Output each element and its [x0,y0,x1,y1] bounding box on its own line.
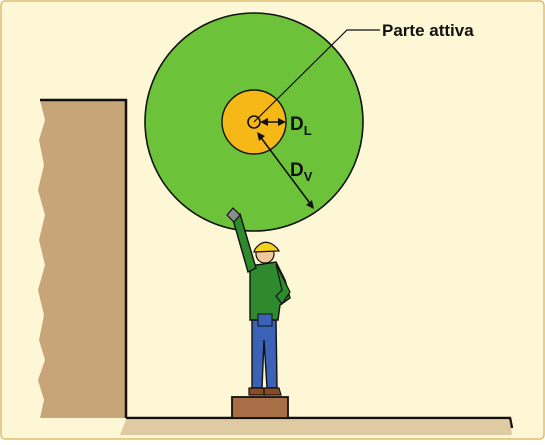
wall-outline [40,98,128,418]
wall [38,100,126,418]
callout-label: Parte attiva [382,21,474,40]
dv-label: DV [290,160,313,184]
dv-arrow [257,132,314,209]
dl-arrow [260,118,286,126]
ground [120,420,512,435]
platform-box [231,396,289,419]
callout-leader [253,29,380,123]
dl-label: DL [290,114,312,138]
worker-figure [226,207,291,396]
